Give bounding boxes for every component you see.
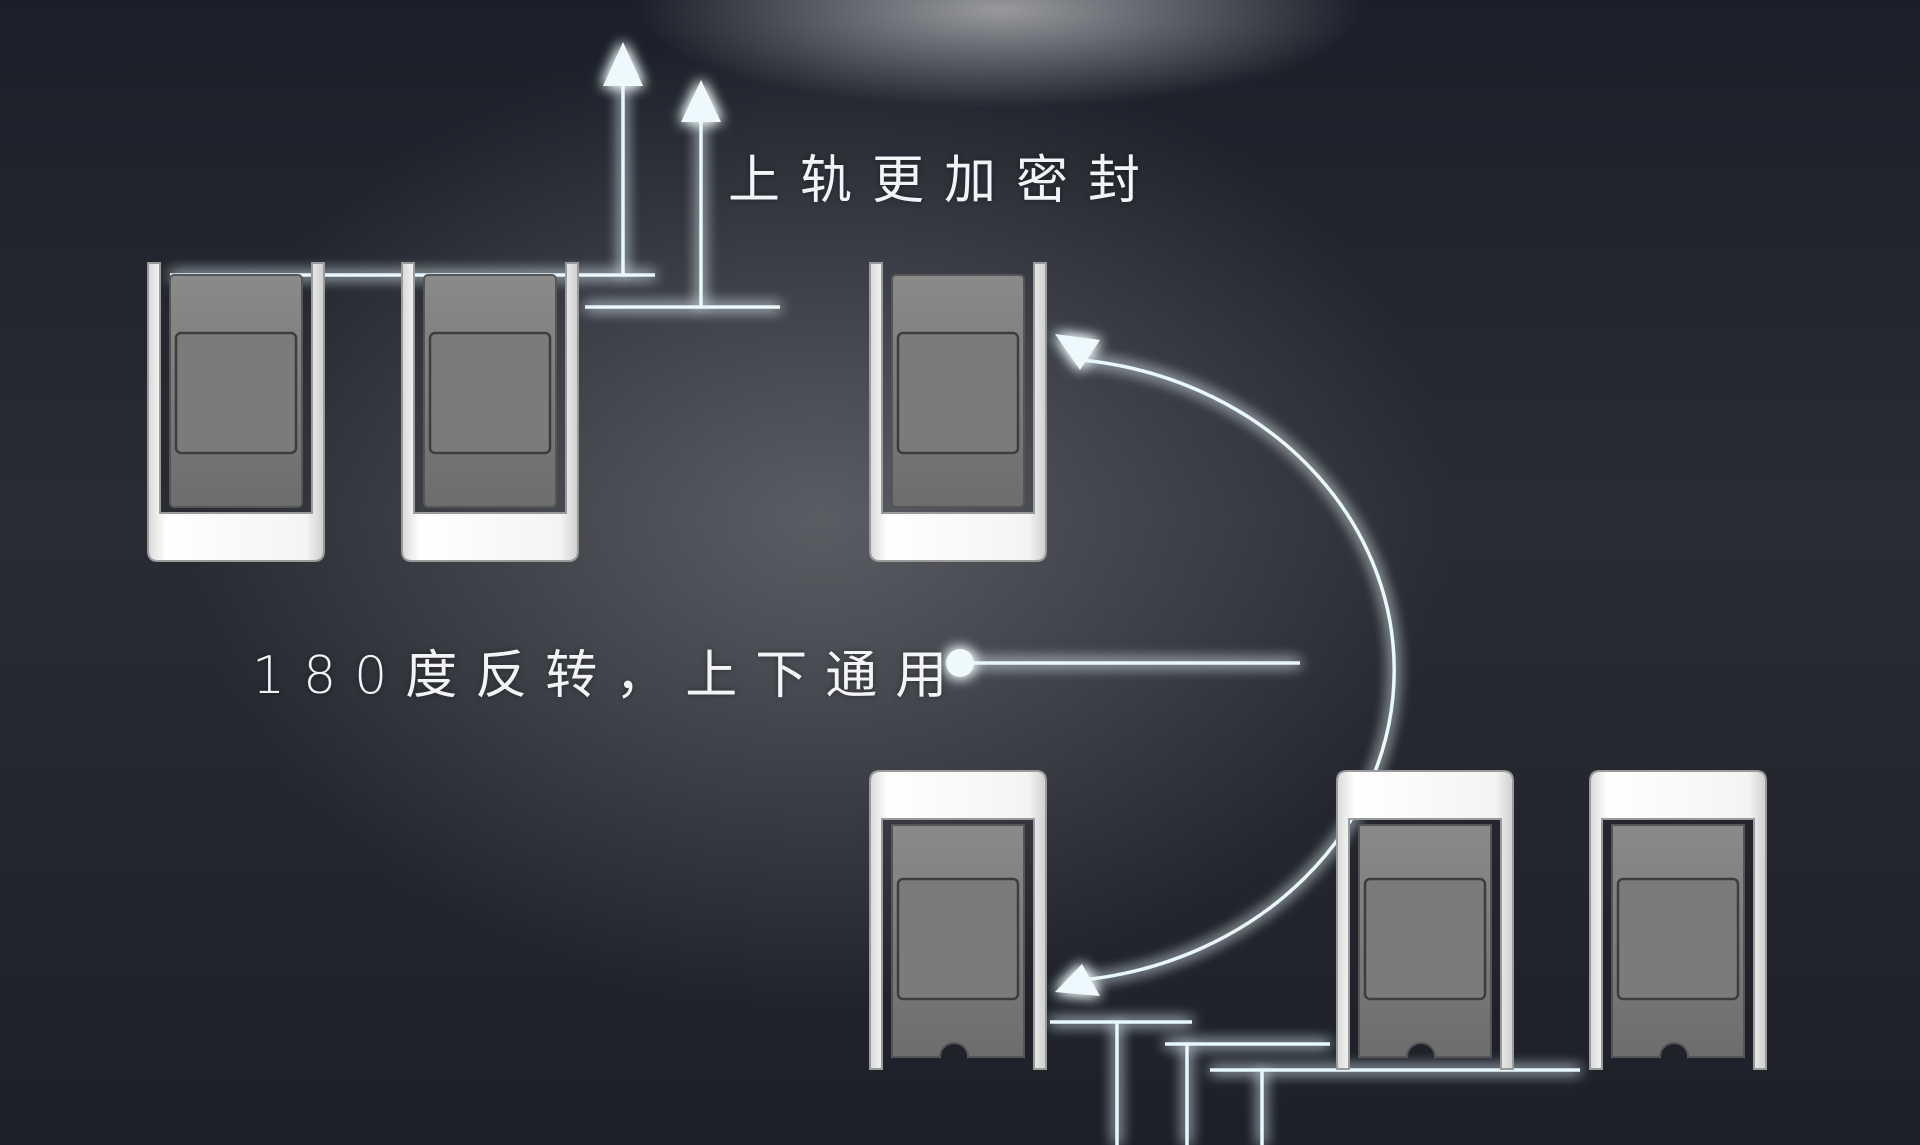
rail-profile-flipped [1588,769,1768,1070]
rail-profile-upright [868,262,1048,563]
arrow-head-icon [1055,964,1100,996]
rail-profile-flipped [1335,769,1515,1070]
rail-profile-upright [146,262,326,563]
arrow-up-icon [603,42,643,86]
pointer-dot-icon [946,649,974,677]
flip-arc [1081,358,1396,982]
glow-heads [603,42,1100,996]
seal-label: 上轨更加密封 [728,151,1161,211]
rail-profile-upright [400,262,580,563]
arrow-up-icon [681,80,721,122]
arrow-head-icon [1055,334,1100,370]
rail-profile-flipped [868,769,1048,1070]
flip-label: 180度反转，上下通用 [252,646,966,706]
